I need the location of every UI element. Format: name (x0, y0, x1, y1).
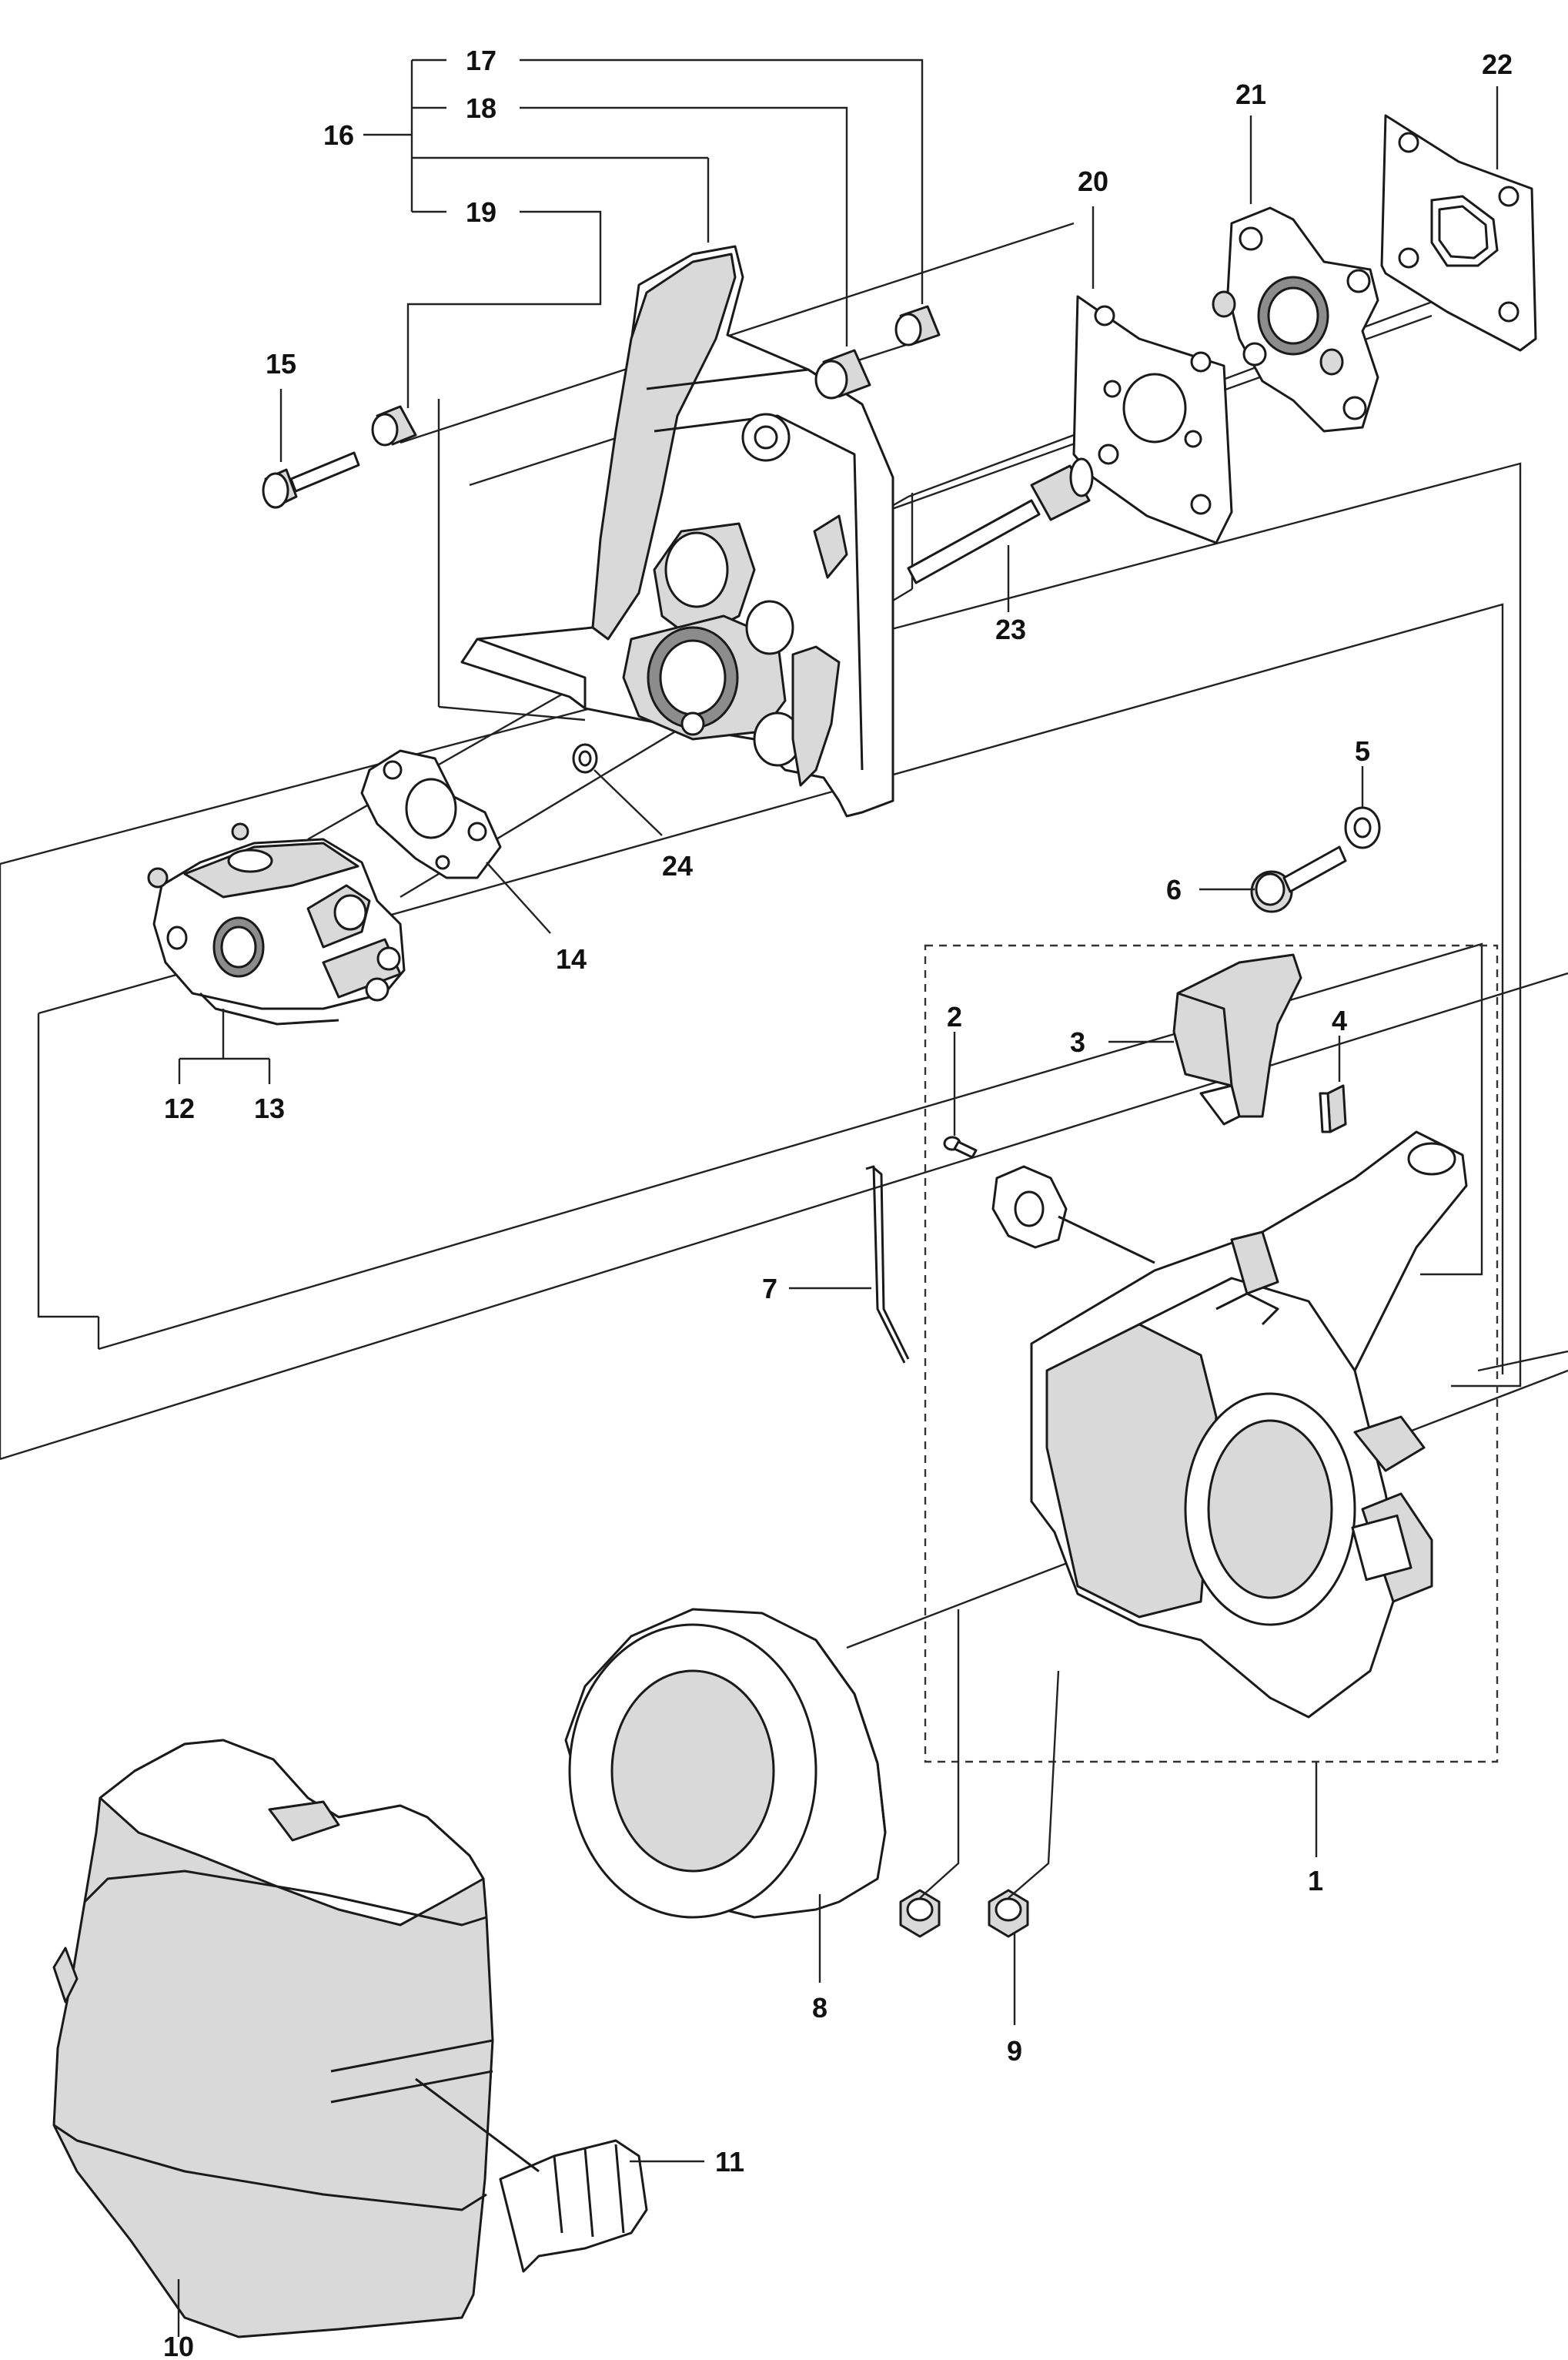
sleeve-part-17 (894, 305, 941, 346)
reference-line-d (0, 972, 1568, 1461)
choke-lever-assembly (991, 1165, 1155, 1264)
callout-19: 19 (466, 196, 496, 228)
carburetor-gasket-part-14 (360, 749, 502, 879)
callout-23: 23 (995, 614, 1026, 645)
reference-line-b (38, 603, 1504, 1374)
air-filter-housing-part-1 (1030, 1130, 1468, 1719)
carburetor-part-12-13 (147, 822, 406, 1026)
block-part-4 (1319, 1084, 1347, 1133)
gasket-part-22 (1380, 114, 1537, 352)
callout-22: 22 (1482, 49, 1513, 80)
nut-part-9-right (988, 1889, 1029, 1938)
callout-7: 7 (762, 1273, 777, 1304)
callout-9: 9 (1007, 2035, 1022, 2067)
flange-screw-part-6 (1250, 845, 1347, 913)
reference-line-f (37, 1013, 99, 1318)
callout-17: 17 (466, 45, 496, 76)
callout-12: 12 (164, 1093, 195, 1124)
bushing-part-19 (371, 405, 417, 447)
rod-part-7 (865, 1165, 910, 1364)
washer-part-5 (1344, 806, 1381, 849)
sleeve-part-18 (814, 349, 871, 400)
reference-line-h (1477, 1350, 1568, 1372)
clip-part-11 (415, 2077, 648, 2273)
callout-24: 24 (662, 850, 693, 882)
callout-16: 16 (323, 119, 354, 151)
callout-4: 4 (1332, 1005, 1347, 1036)
nut-part-9-left (899, 1889, 941, 1938)
stud-bolt-part-23 (907, 457, 1094, 584)
callout-13: 13 (254, 1093, 285, 1124)
carburetor-housing-bracket (460, 245, 894, 818)
callout-leader-lines (177, 59, 1499, 2337)
callout-10: 10 (163, 2331, 194, 2360)
filter-cover-part-10 (52, 1739, 494, 2338)
callout-1: 1 (1308, 1865, 1323, 1896)
assembly-reference-lines (0, 462, 1568, 1649)
callout-5: 5 (1355, 735, 1370, 767)
callout-6: 6 (1166, 874, 1182, 906)
screw-part-2 (943, 1136, 978, 1159)
callout-14: 14 (556, 943, 587, 975)
screw-part-15 (262, 451, 360, 509)
washer-part-24 (572, 743, 598, 774)
callout-3: 3 (1070, 1026, 1085, 1058)
callout-21: 21 (1235, 79, 1266, 110)
callout-8: 8 (812, 1992, 827, 2024)
filter-element-part-8 (564, 1608, 887, 1919)
callout-2: 2 (947, 1001, 962, 1033)
callout-11: 11 (715, 2146, 744, 2178)
reference-line-c (98, 942, 1483, 1351)
cover-part-3 (1172, 953, 1302, 1126)
callout-labels: 1 2 3 4 5 6 7 8 9 10 11 12 13 14 15 16 1… (163, 45, 1513, 2360)
callout-15: 15 (266, 348, 296, 380)
callout-18: 18 (466, 92, 496, 124)
gasket-part-20 (1072, 295, 1233, 544)
callout-20: 20 (1078, 166, 1108, 197)
intake-flange-part-21 (1212, 206, 1379, 433)
